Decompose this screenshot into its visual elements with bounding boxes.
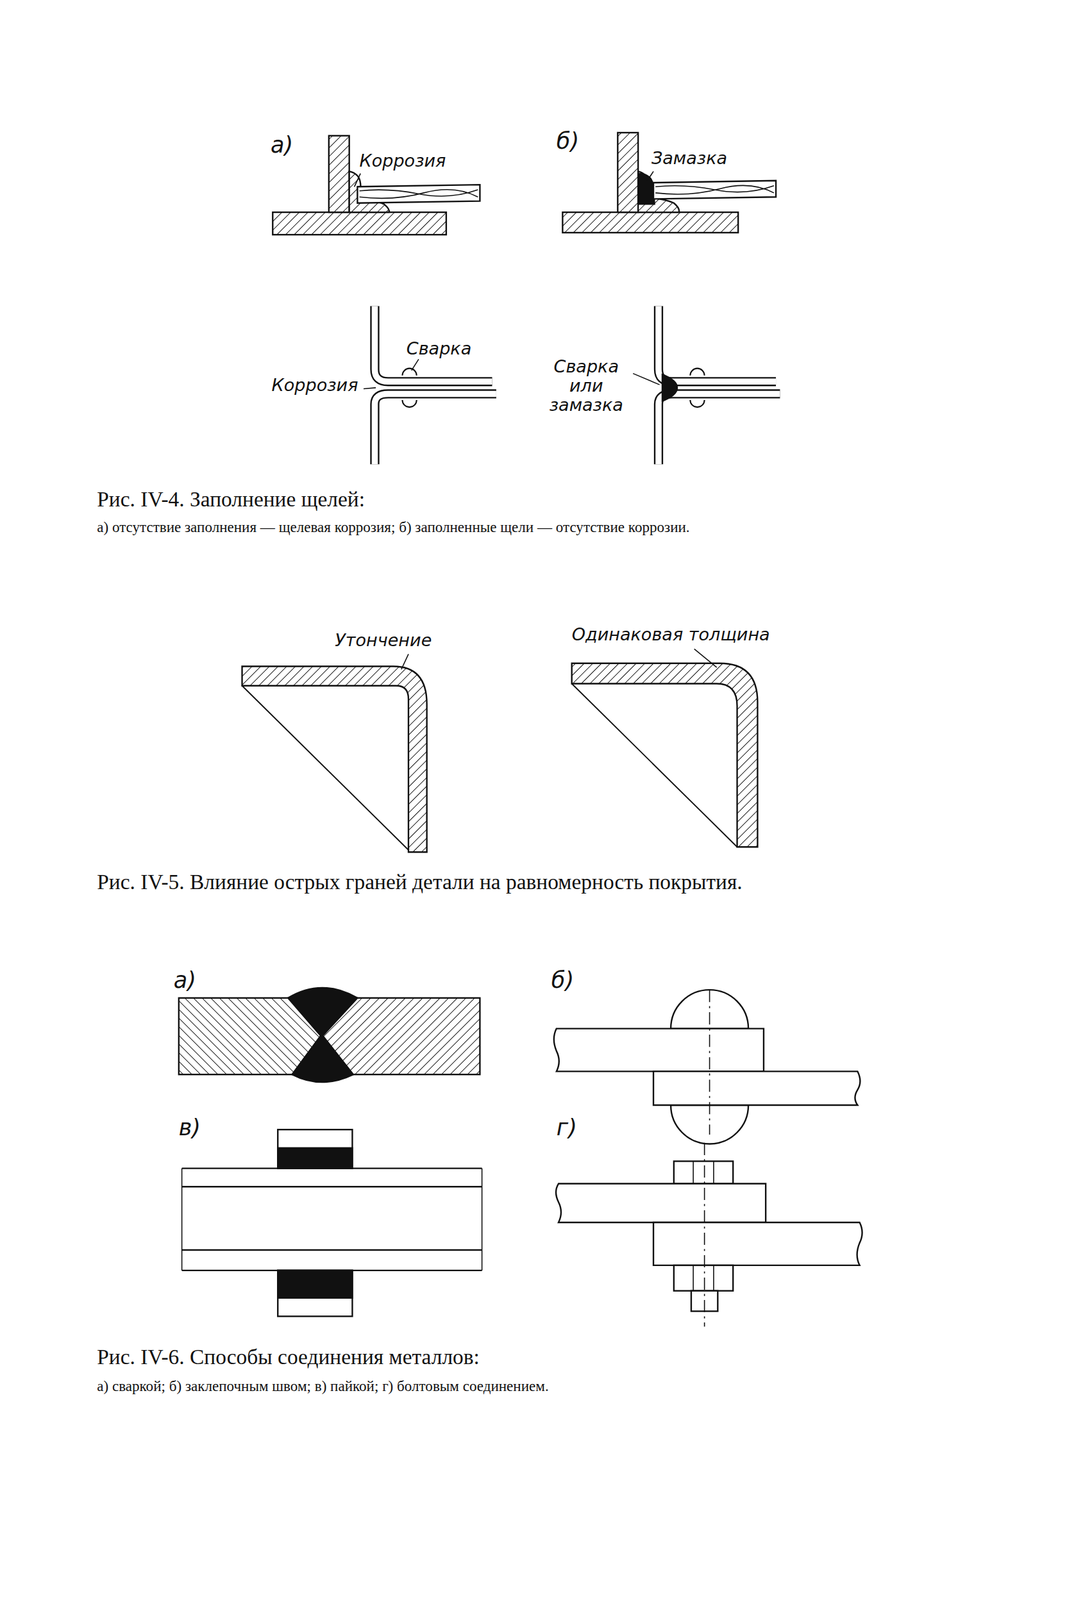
corrosion-label: Коррозия: [271, 375, 359, 395]
figure-letter: г): [556, 1115, 578, 1141]
figure-letter: б): [556, 128, 580, 154]
figure-caption: Рис. IV-6. Способы соединения металлов:: [96, 1345, 480, 1370]
caption-legend: а) сваркой; б) заклепочным швом; в) пайк…: [96, 1378, 549, 1395]
corrosion-label: Коррозия: [359, 151, 447, 171]
figure-caption: Рис. IV-5. Влияние острых граней детали …: [96, 870, 742, 895]
figure-letter: а): [173, 968, 197, 994]
figure-letter: в): [178, 1115, 201, 1141]
weld-label: Сварка: [406, 339, 472, 359]
putty-label: Замазка: [651, 148, 728, 169]
figure-caption: Рис. IV-4. Заполнение щелей:: [96, 487, 365, 512]
caption-legend: а) отсутствие заполнения — щелевая корро…: [96, 518, 955, 537]
figure-letter: б): [551, 968, 574, 994]
figure-letter: а): [270, 132, 294, 158]
thinning-label: Утончение: [334, 630, 432, 651]
uniform-thickness-label: Одинаковая толщина: [571, 625, 771, 645]
weld-or-putty-label: Сварка или замазка: [549, 357, 624, 415]
